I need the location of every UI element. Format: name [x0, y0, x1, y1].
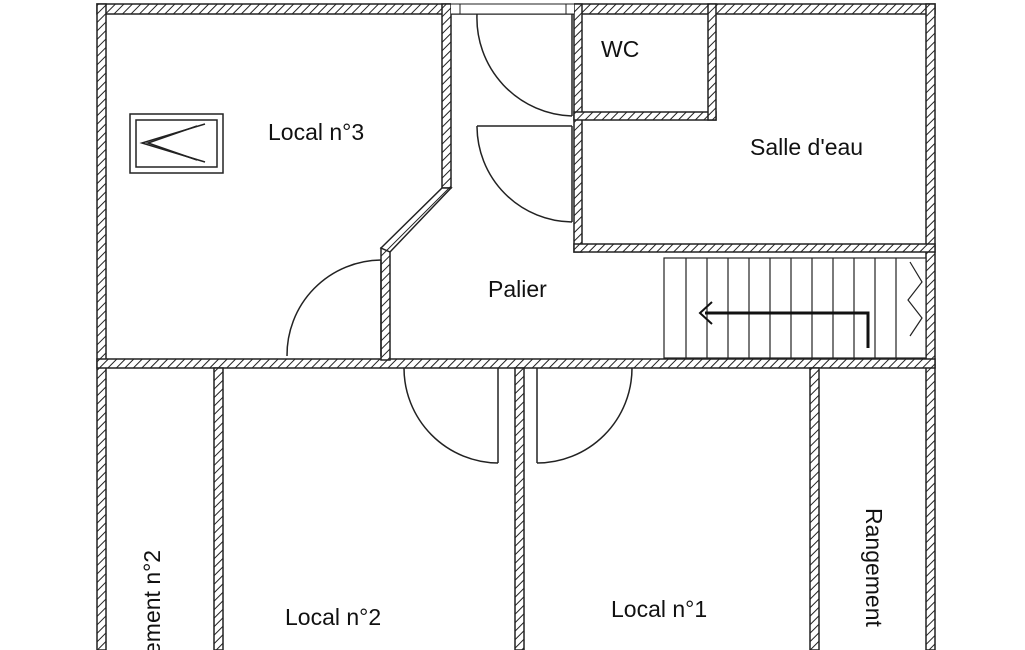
wall-wc-bottom [573, 111, 717, 121]
staircase [663, 257, 927, 359]
wall-local1-right [809, 367, 820, 650]
room-label-local2: Local n°2 [285, 604, 381, 630]
door-local3 [286, 259, 382, 357]
room-label-salle-deau: Salle d'eau [750, 134, 863, 160]
wall-right [925, 3, 936, 650]
door-wc [476, 13, 573, 117]
room-labels: WC Local n°3 Salle d'eau Palier Local n°… [139, 36, 887, 650]
room-label-local3: Local n°3 [268, 119, 364, 145]
wall-wc-right [707, 3, 717, 121]
room-label-palier: Palier [488, 276, 547, 302]
wall-middle-horizontal [96, 358, 936, 369]
room-label-wc: WC [601, 36, 639, 62]
room-label-rangement2: ement n°2 [139, 550, 165, 650]
wall-left [96, 3, 107, 650]
wall-wc-left [573, 3, 583, 253]
door-salle-deau [476, 125, 573, 223]
doors [286, 13, 633, 464]
room-label-local1: Local n°1 [611, 596, 707, 622]
wall-rangement2-right [213, 367, 224, 650]
door-local2 [403, 367, 499, 464]
room-label-rangement: Rangement [861, 508, 887, 628]
wall-palier-left [380, 247, 391, 361]
wall-local2-right [514, 367, 525, 650]
window-icon [129, 113, 224, 174]
wall-salle-bottom [573, 243, 936, 253]
top-opening [451, 0, 574, 14]
wall-local3-right [441, 3, 452, 189]
door-local1 [536, 367, 633, 464]
stair-arrow-icon [705, 311, 870, 348]
wall-diagonal [379, 187, 453, 253]
